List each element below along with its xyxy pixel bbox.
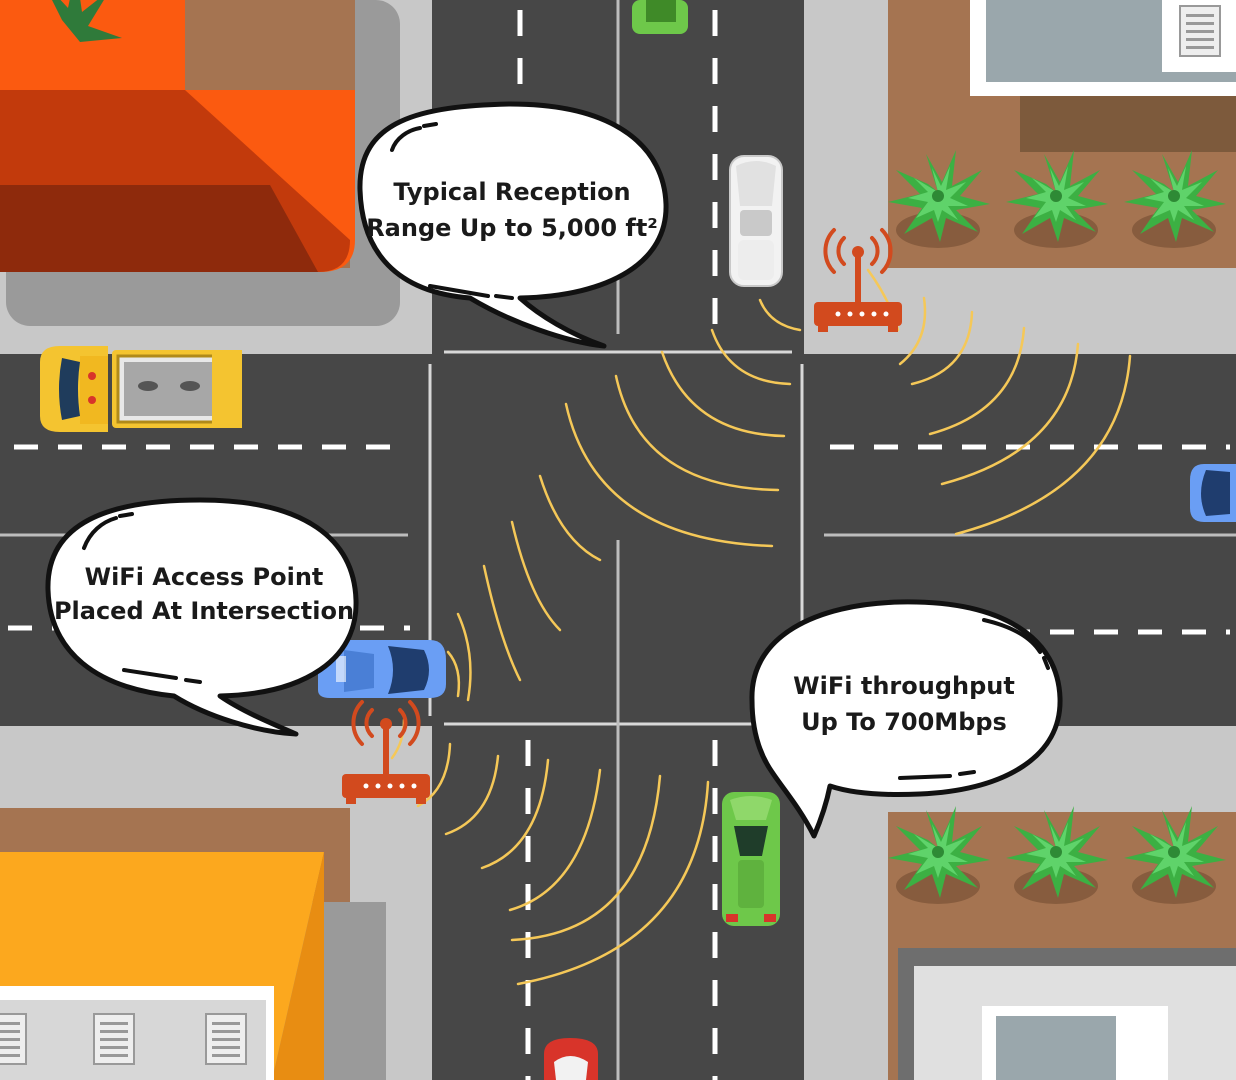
callout-throughput-line1: WiFi throughput (793, 672, 1015, 700)
callout-throughput-line2: Up To 700Mbps (801, 708, 1007, 736)
plant-icon (52, 0, 122, 42)
callout-throughput: WiFi throughput Up To 700Mbps (749, 599, 1063, 839)
vent-icon (205, 1013, 247, 1065)
wifi-signal-arcs (390, 268, 1132, 986)
car-icon-green-top (632, 0, 688, 34)
vent-icon (1179, 5, 1221, 57)
car-icon-green-bottom (722, 792, 780, 926)
vent-icon (93, 1013, 135, 1065)
callout-reception-line2: Range Up to 5,000 ft² (366, 214, 658, 242)
building-bottom-left (0, 808, 386, 1080)
truck-icon (40, 346, 242, 432)
car-icon-blue-left (318, 640, 446, 698)
callout-access-point-line2: Placed At Intersection (54, 597, 354, 625)
car-icon-red (544, 1038, 598, 1080)
callout-access-point-line1: WiFi Access Point (85, 563, 324, 591)
building-top-left (0, 0, 400, 326)
vent-icon (0, 1013, 27, 1065)
car-icon-blue-right (1190, 464, 1236, 522)
callout-reception: Typical Reception Range Up to 5,000 ft² (357, 101, 669, 349)
car-icon-white (729, 155, 783, 287)
callout-reception-line1: Typical Reception (393, 178, 630, 206)
callout-access-point: WiFi Access Point Placed At Intersection (45, 497, 359, 737)
